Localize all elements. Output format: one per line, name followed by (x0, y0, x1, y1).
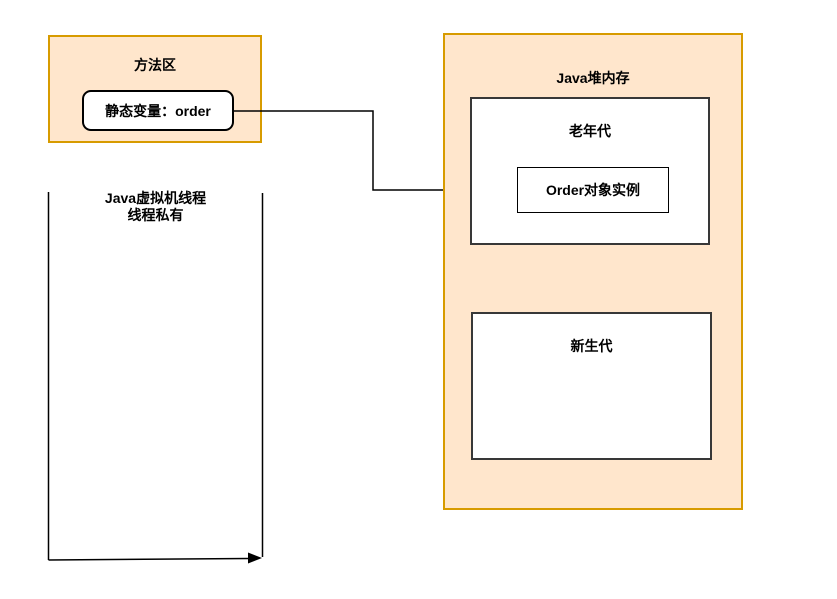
static-variable-box: 静态变量：order (82, 90, 234, 131)
old-generation-title: 老年代 (569, 123, 611, 139)
jvm-thread-note-line1: Java虚拟机线程 (104, 190, 207, 206)
jvm-thread-bottom-arrow-line (48, 557, 250, 561)
young-generation-box: 新生代 (471, 312, 712, 460)
method-area-title: 方法区 (134, 57, 176, 73)
jvm-thread-note: Java虚拟机线程 线程私有 (48, 190, 263, 224)
static-var-to-heap-connector (233, 110, 443, 191)
young-generation-title: 新生代 (570, 338, 613, 354)
old-generation-box: 老年代 Order对象实例 (470, 97, 710, 245)
jvm-thread-note-line2: 线程私有 (127, 207, 184, 223)
arrow-head-icon (248, 552, 262, 564)
heap-box: Java堆内存 老年代 Order对象实例 新生代 (443, 33, 743, 510)
method-area-box: 方法区 静态变量：order (48, 35, 262, 143)
heap-title: Java堆内存 (556, 70, 630, 86)
order-instance-box: Order对象实例 (517, 167, 669, 213)
